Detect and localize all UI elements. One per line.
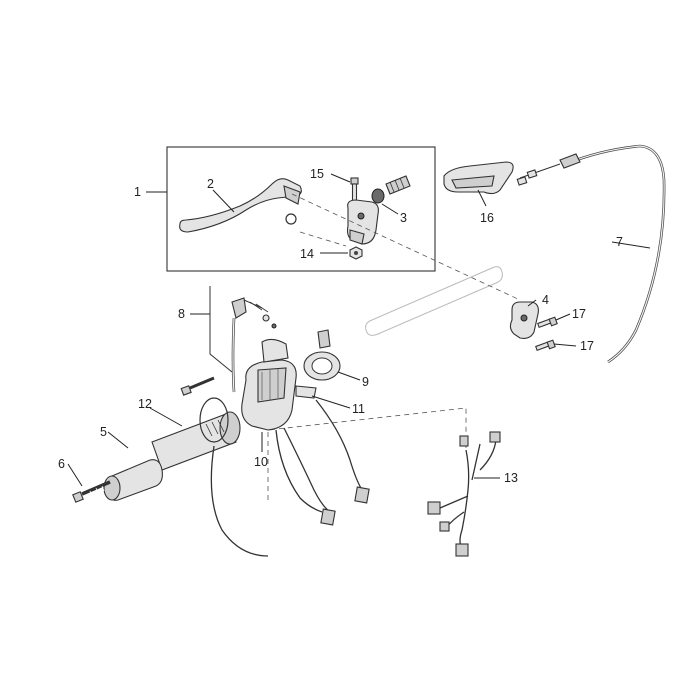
lever-washer — [285, 213, 297, 225]
callout-6: 6 — [58, 457, 65, 471]
dash-lever-to-clamp — [299, 231, 347, 247]
callout-labels: 1 2 3 4 5 6 7 8 9 10 11 12 13 14 15 16 1… — [58, 167, 623, 485]
callout-11: 11 — [352, 402, 365, 416]
dash-lever-to-bracket — [291, 193, 521, 301]
adjuster-screw — [371, 175, 411, 204]
throttle-grip — [151, 397, 241, 471]
callout-14: 14 — [300, 247, 314, 261]
switch-housing — [241, 338, 317, 431]
callout-16: 16 — [480, 211, 494, 225]
clutch-cable — [209, 286, 277, 393]
callout-4: 4 — [542, 293, 549, 307]
switch-bolt — [180, 376, 215, 396]
lever-bolt — [350, 177, 359, 203]
bracket-bolt-upper — [537, 316, 558, 328]
lever-clamp — [346, 199, 379, 245]
callout-17-upper: 17 — [572, 307, 586, 321]
callout-1: 1 — [134, 185, 141, 199]
callout-17-lower: 17 — [580, 339, 594, 353]
clamp-nut — [349, 246, 363, 260]
switch-wiring — [210, 399, 370, 557]
leader-lines — [67, 173, 651, 487]
callout-8: 8 — [178, 307, 185, 321]
dash-switch-to-harness — [267, 407, 467, 500]
throttle-cable — [516, 144, 666, 364]
bar-end-bolt — [72, 480, 111, 503]
throttle-pulley — [303, 329, 341, 381]
callout-10: 10 — [254, 455, 268, 469]
callout-15: 15 — [310, 167, 324, 181]
callout-5: 5 — [100, 425, 107, 439]
lever-assembly-box — [166, 146, 436, 272]
brake-lever — [179, 178, 302, 233]
callout-2: 2 — [207, 177, 214, 191]
bracket-bolt-lower — [535, 339, 556, 351]
callout-13: 13 — [504, 471, 518, 485]
callout-9: 9 — [362, 375, 369, 389]
callout-3: 3 — [400, 211, 407, 225]
clamp-bracket — [509, 301, 539, 339]
bar-end-weight — [103, 459, 163, 501]
callout-7: 7 — [616, 235, 623, 249]
callout-12: 12 — [138, 397, 152, 411]
hand-guard — [443, 161, 514, 195]
handlebar-tube — [365, 266, 503, 336]
wiring-harness — [427, 431, 501, 557]
